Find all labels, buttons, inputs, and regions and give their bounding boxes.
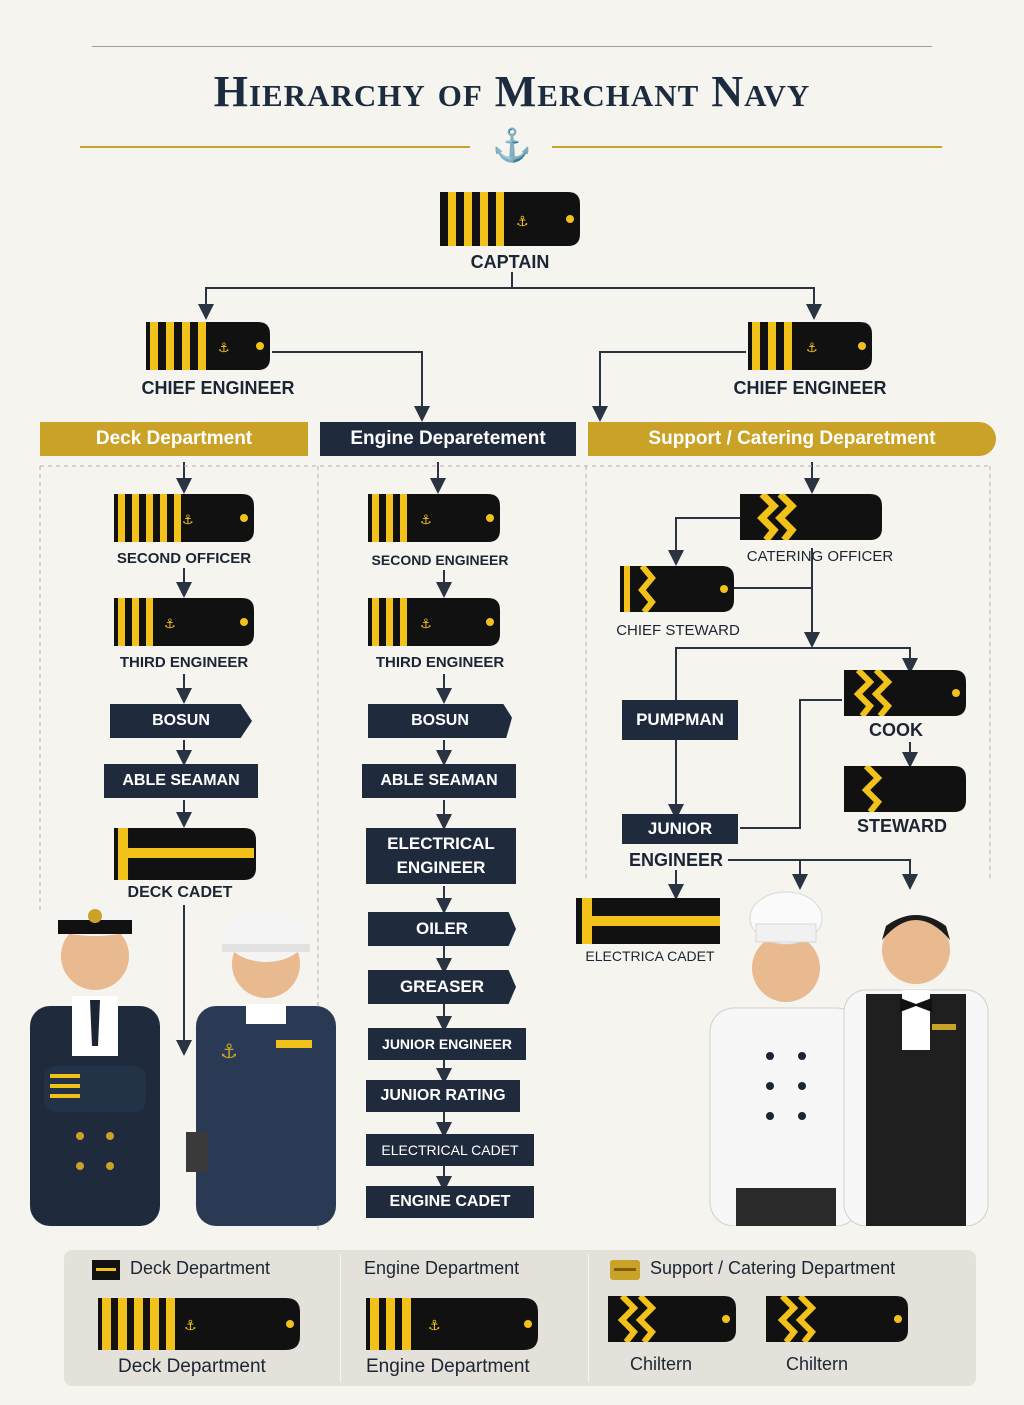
top-rule [92,46,932,47]
deck-rank-second-officer: SECOND OFFICER [116,550,252,567]
legend-deck-icon [92,1260,120,1280]
support-rank-cook: COOK [869,720,923,740]
support-rank-junior: JUNIOR [622,814,738,844]
support-department-header: Support / Catering Deparetment [588,422,996,456]
legend-engine-caption: Engine Department [366,1356,530,1377]
svg-text:⚓: ⚓ [184,1318,197,1334]
legend-divider-1 [340,1254,341,1382]
engine-rank-able-seaman: ABLE SEAMAN [362,764,516,798]
engine-rank-electrical-cadet: ELECTRICAL CADET [366,1134,534,1166]
engine-rank-oiler: OILER [368,912,516,946]
steward-figure [843,915,989,1226]
second-officer-board: ⚓ [114,494,254,542]
engine-rank-electrical-engineer: ELECTRICAL ENGINEER [366,828,516,884]
engine-rank-junior-rating: JUNIOR RATING [366,1080,520,1112]
svg-text:⚓: ⚓ [806,341,818,356]
support-rank-electrica-cadet: ELECTRICA CADET [585,948,715,964]
deck-rank-third-engineer: THIRD ENGINEER [119,654,249,671]
legend-engine-board: ⚓ [366,1298,538,1350]
support-rank-pumpman: PUMPMAN [622,700,738,740]
engine-rank-bosun: BOSUN [368,704,512,738]
svg-text:⚓: ⚓ [428,1318,441,1334]
svg-text:⚓: ⚓ [182,513,194,528]
captain-board: ⚓ [440,192,580,246]
deck-cadet-board [114,828,256,880]
left-chief-label: CHIEF ENGINEER [141,378,295,398]
title-underline-left [80,146,470,148]
support-rank-steward: STEWARD [857,816,947,836]
svg-text:⚓: ⚓ [218,341,230,356]
cook-board [844,670,966,716]
deck-department-header: Deck Department [40,422,308,456]
engine-officer-figure: ⚓ [186,910,336,1226]
engine-rank-engine-cadet: ENGINE CADET [366,1186,534,1218]
engine-rank-second-engineer: SECOND ENGINEER [371,552,509,568]
connector-lines [39,272,991,1230]
captain-label: CAPTAIN [470,252,550,272]
legend-engine-title: Engine Department [364,1258,520,1278]
legend-support-board-1 [608,1296,736,1342]
legend-deck-title: Deck Department [130,1258,271,1278]
svg-text:⚓: ⚓ [220,1039,238,1063]
svg-text:⚓: ⚓ [420,617,432,632]
legend-support-caption-2: Chiltern [786,1354,849,1374]
deck-rank-deck-cadet: DECK CADET [127,884,233,901]
engine-rank-electrical-engineer-text: ELECTRICAL ENGINEER [387,834,495,877]
electrica-cadet-board [576,898,720,944]
steward-board [844,766,966,812]
left-chief-board: ⚓ [146,322,270,370]
legend-divider-2 [588,1254,589,1382]
svg-text:⚓: ⚓ [516,214,529,230]
right-chief-board: ⚓ [748,322,872,370]
engine-rank-junior-engineer: JUNIOR ENGINEER [368,1028,526,1060]
deck-third-engineer-board: ⚓ [114,598,254,646]
engine-third-engineer-board: ⚓ [368,598,500,646]
legend-support-title: Support / Catering Department [650,1258,896,1278]
right-chief-label: CHIEF ENGINEER [733,378,887,398]
legend-support-caption-1: Chiltern [630,1354,693,1374]
legend-deck-board: ⚓ [98,1298,300,1350]
chief-steward-board [620,566,734,612]
legend-support-icon [610,1260,640,1280]
svg-text:⚓: ⚓ [164,617,176,632]
engine-rank-third-engineer: THIRD ENGINEER [375,654,505,671]
legend-support-board-2 [766,1296,908,1342]
support-rank-engineer: ENGINEER [628,850,724,870]
support-rank-catering-officer: CATERING OFFICER [746,548,894,565]
deck-officer-figure [30,908,160,1226]
engine-rank-greaser: GREASER [368,970,516,1004]
catering-officer-board [740,494,882,540]
anchor-icon: ⚓ [492,127,532,163]
deck-rank-able-seaman: ABLE SEAMAN [104,764,258,798]
page-title: Hierarchy of Merchant Navy [213,67,811,116]
legend-deck-caption: Deck Department [118,1356,266,1377]
support-rank-chief-steward: CHIEF STEWARD [616,622,740,639]
chef-figure [709,891,861,1226]
engine-department-header: Engine Deparetement [320,422,576,456]
second-engineer-board: ⚓ [368,494,500,542]
title-underline-right [552,146,942,148]
svg-text:⚓: ⚓ [420,513,432,528]
deck-rank-bosun: BOSUN [110,704,252,738]
